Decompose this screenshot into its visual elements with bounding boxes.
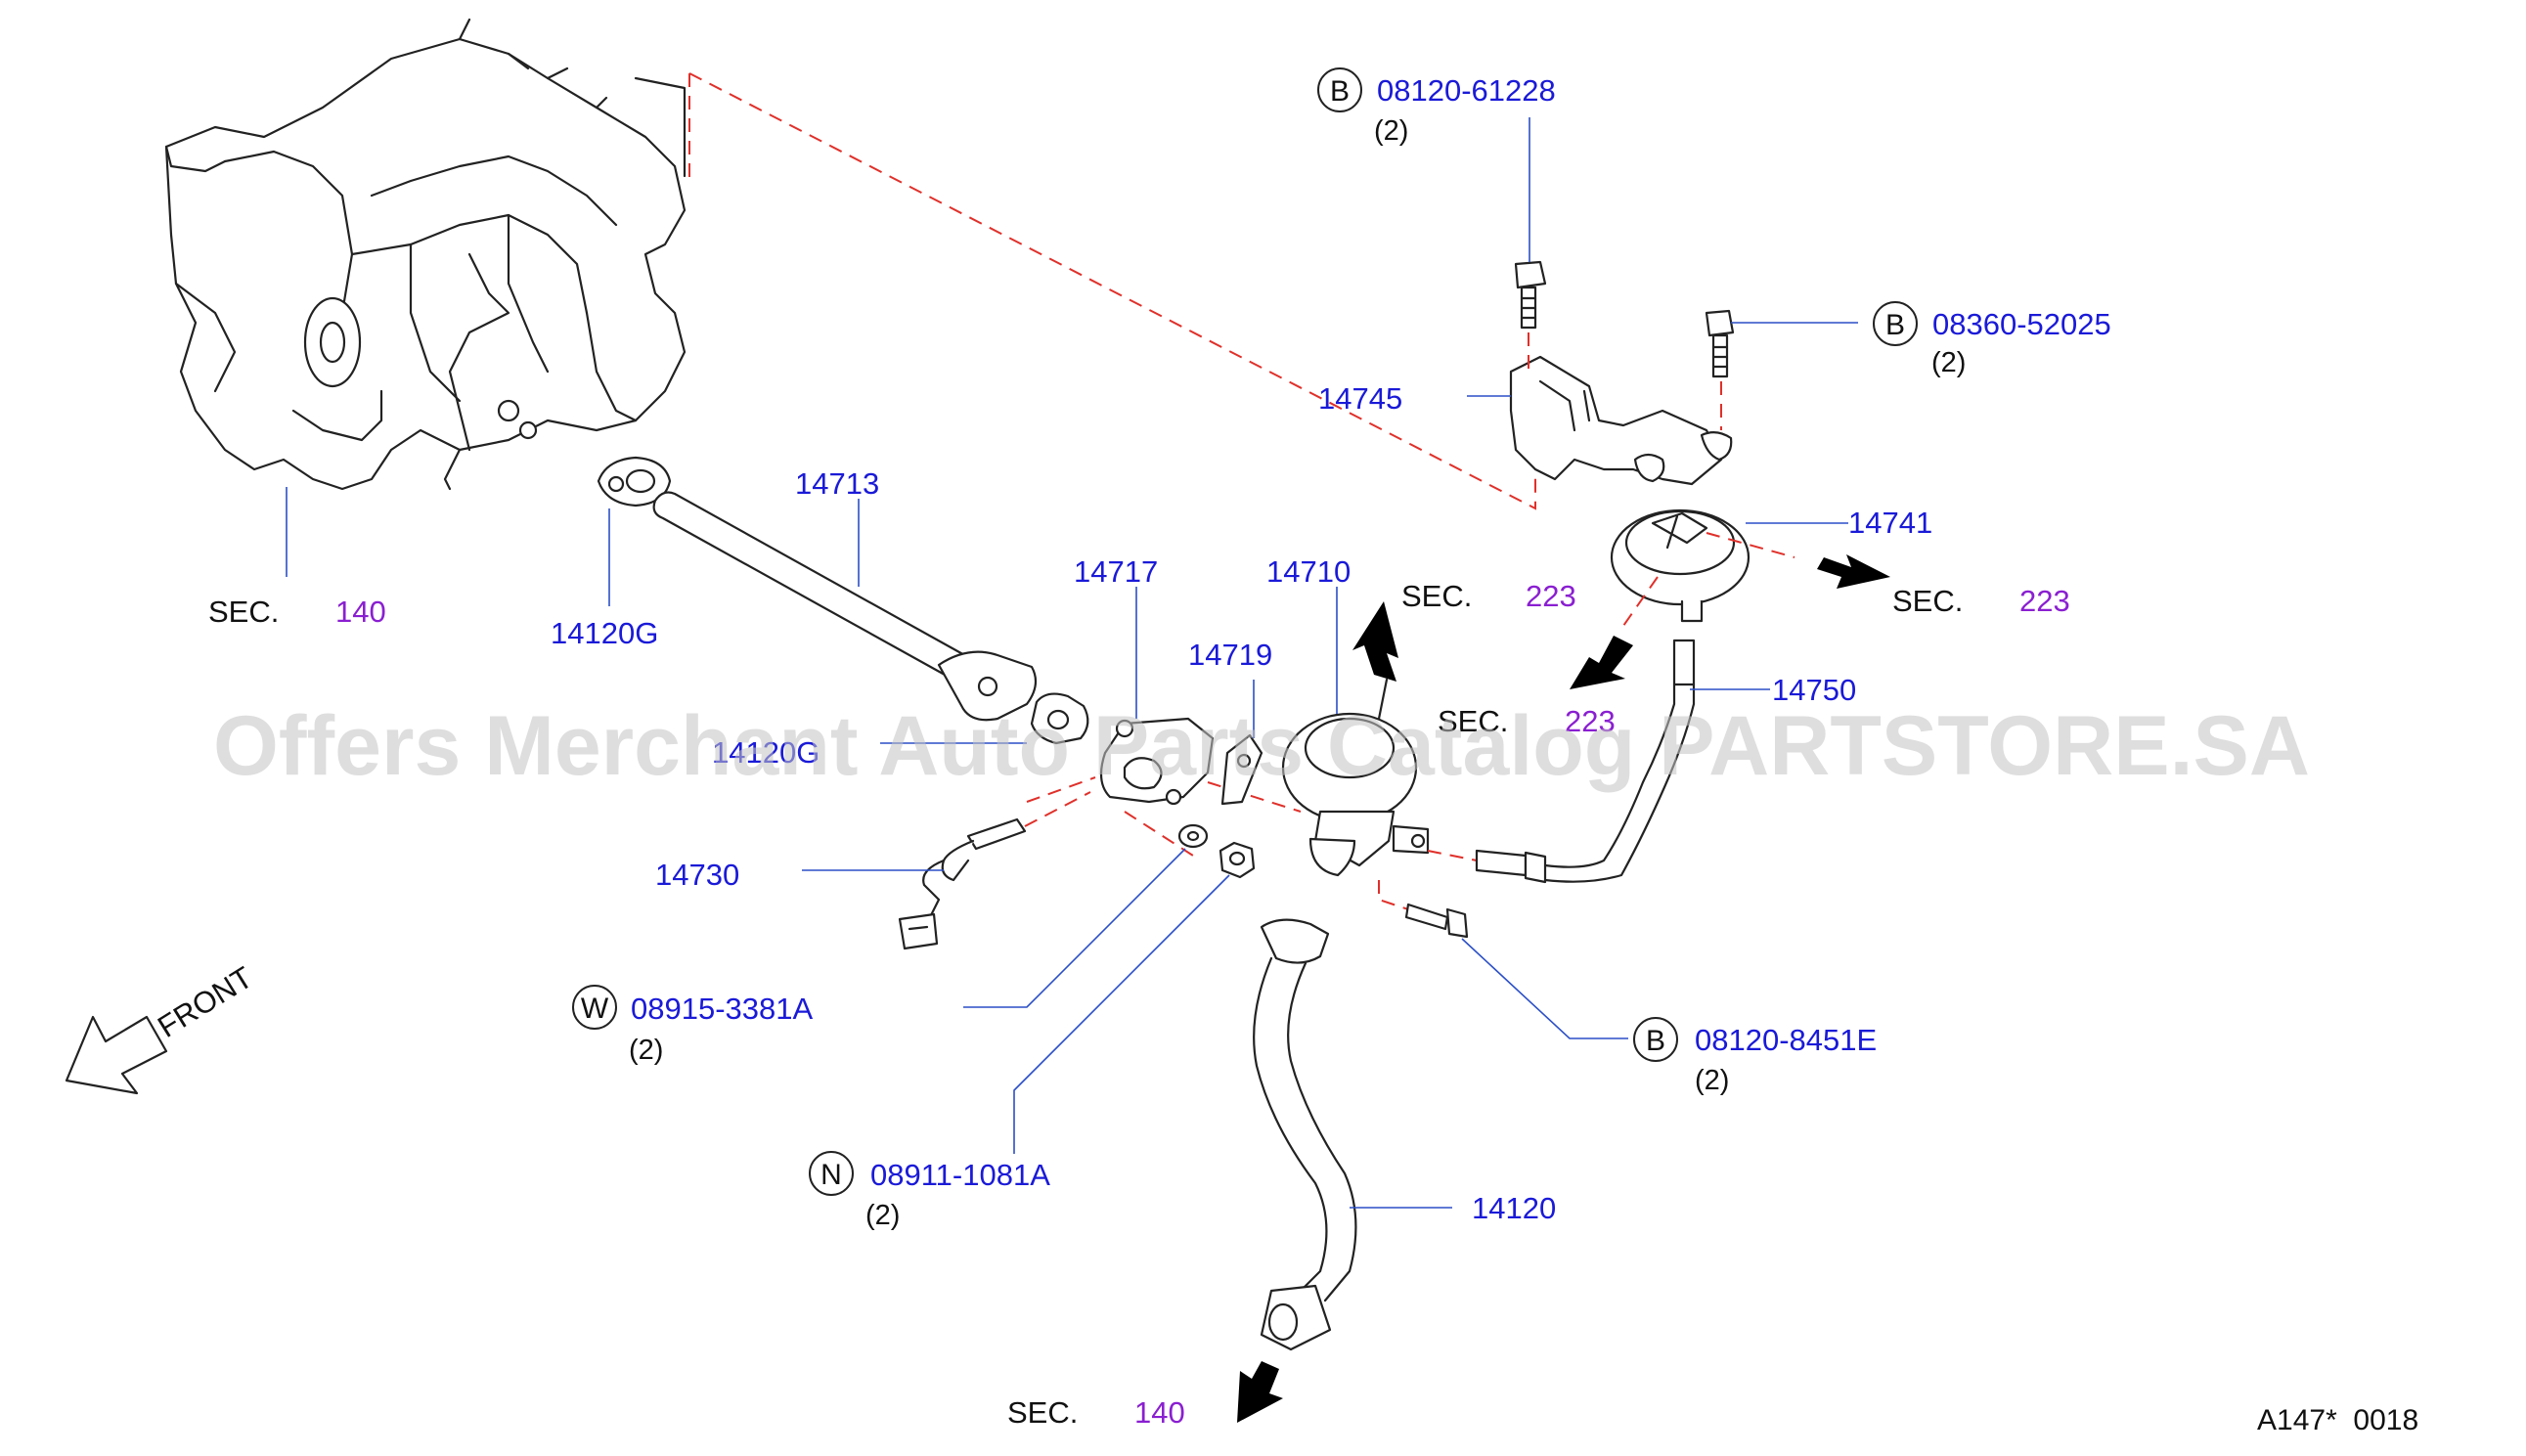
fastener-callout-08120-8451e[interactable]: B 08120-8451E (2) <box>1633 1017 1877 1096</box>
diagram-reference: A147* 0018 <box>2257 1404 2418 1436</box>
washer-08915 <box>1177 823 1209 849</box>
section-number: 140 <box>1134 1395 1185 1430</box>
fastener-qty: (2) <box>1695 1065 1729 1096</box>
label-14750[interactable]: 14750 <box>1772 673 1856 707</box>
fastener-number: 08915-3381A <box>631 992 813 1026</box>
section-number: 223 <box>1526 579 1576 613</box>
fastener-number: 08360-52025 <box>1932 307 2111 341</box>
label-14717[interactable]: 14717 <box>1074 554 1158 589</box>
section-ref-223-mid[interactable]: SEC. 223 <box>1438 704 1616 738</box>
section-ref-223-top[interactable]: SEC. 223 <box>1401 579 1576 613</box>
gasket-14120g-upper <box>597 456 672 507</box>
fastener-qty: (2) <box>1374 115 1408 147</box>
arrow-to-sec140-bottom <box>1237 1361 1283 1423</box>
bolt-08120-61228 <box>1514 260 1547 330</box>
fastener-callout-08915-3381a[interactable]: W 08915-3381A (2) <box>572 985 813 1066</box>
arrow-to-sec223-mid <box>1570 636 1633 689</box>
gasket-14719 <box>1220 733 1263 806</box>
section-number: 223 <box>1565 704 1616 738</box>
label-14710[interactable]: 14710 <box>1266 554 1351 589</box>
label-14120[interactable]: 14120 <box>1472 1191 1556 1225</box>
arrow-to-sec223-right <box>1817 554 1890 589</box>
bracket-14745 <box>1509 355 1733 486</box>
front-arrow-icon <box>65 1015 168 1095</box>
fastener-number: 08911-1081A <box>870 1158 1050 1192</box>
label-14741[interactable]: 14741 <box>1848 506 1932 540</box>
section-label: SEC. <box>208 595 279 629</box>
egr-valve-14710 <box>1281 678 1430 877</box>
fastener-prefix: N <box>820 1159 842 1191</box>
section-ref-140-bottom[interactable]: SEC. 140 <box>1007 1395 1185 1430</box>
section-label: SEC. <box>1401 579 1472 613</box>
section-label: SEC. <box>1007 1395 1078 1430</box>
fastener-prefix: W <box>581 993 609 1025</box>
nut-08911 <box>1219 841 1256 879</box>
fastener-qty: (2) <box>629 1035 663 1066</box>
fastener-prefix: B <box>1885 309 1905 341</box>
watermark: Offers Merchant Auto Parts Catalog PARTS… <box>213 699 2310 793</box>
egr-pipe-14120 <box>1253 918 1357 1351</box>
hose-14750 <box>1475 639 1696 884</box>
fastener-number: 08120-8451E <box>1695 1023 1877 1057</box>
section-number: 223 <box>2019 584 2070 618</box>
label-14713[interactable]: 14713 <box>795 466 879 501</box>
fastener-qty: (2) <box>1931 347 1966 378</box>
front-label: FRONT <box>152 960 258 1044</box>
fastener-callout-08360-52025[interactable]: B 08360-52025 (2) <box>1873 301 2111 378</box>
fastener-qty: (2) <box>865 1200 900 1231</box>
label-14745[interactable]: 14745 <box>1318 381 1402 416</box>
label-14730[interactable]: 14730 <box>655 858 739 892</box>
gasket-14120g-mid <box>1030 692 1089 745</box>
label-14120g-mid[interactable]: 14120G <box>712 735 820 770</box>
bolt-08360-52025 <box>1705 309 1735 378</box>
arrow-to-sec223-top <box>1352 601 1398 682</box>
fastener-prefix: B <box>1330 75 1350 108</box>
solenoid-14741 <box>1610 508 1750 623</box>
adapter-14717 <box>1099 717 1215 806</box>
fastener-callout-08120-61228[interactable]: B 08120-61228 (2) <box>1317 67 1556 147</box>
section-label: SEC. <box>1438 704 1508 738</box>
label-14719[interactable]: 14719 <box>1188 638 1272 672</box>
fastener-prefix: B <box>1646 1025 1665 1057</box>
section-label: SEC. <box>1892 584 1963 618</box>
bolt-08120-8451e <box>1404 903 1469 939</box>
section-ref-140-top[interactable]: SEC. 140 <box>208 595 386 629</box>
fastener-callout-08911-1081a[interactable]: N 08911-1081A (2) <box>809 1151 1050 1231</box>
section-number: 140 <box>335 595 386 629</box>
egr-tube-14713 <box>652 491 1038 722</box>
engine-block-illustration <box>164 18 687 491</box>
section-ref-223-right[interactable]: SEC. 223 <box>1892 584 2070 618</box>
fastener-number: 08120-61228 <box>1377 73 1556 108</box>
egr-sensor-14730 <box>898 817 1027 950</box>
label-14120g-top[interactable]: 14120G <box>551 616 658 650</box>
